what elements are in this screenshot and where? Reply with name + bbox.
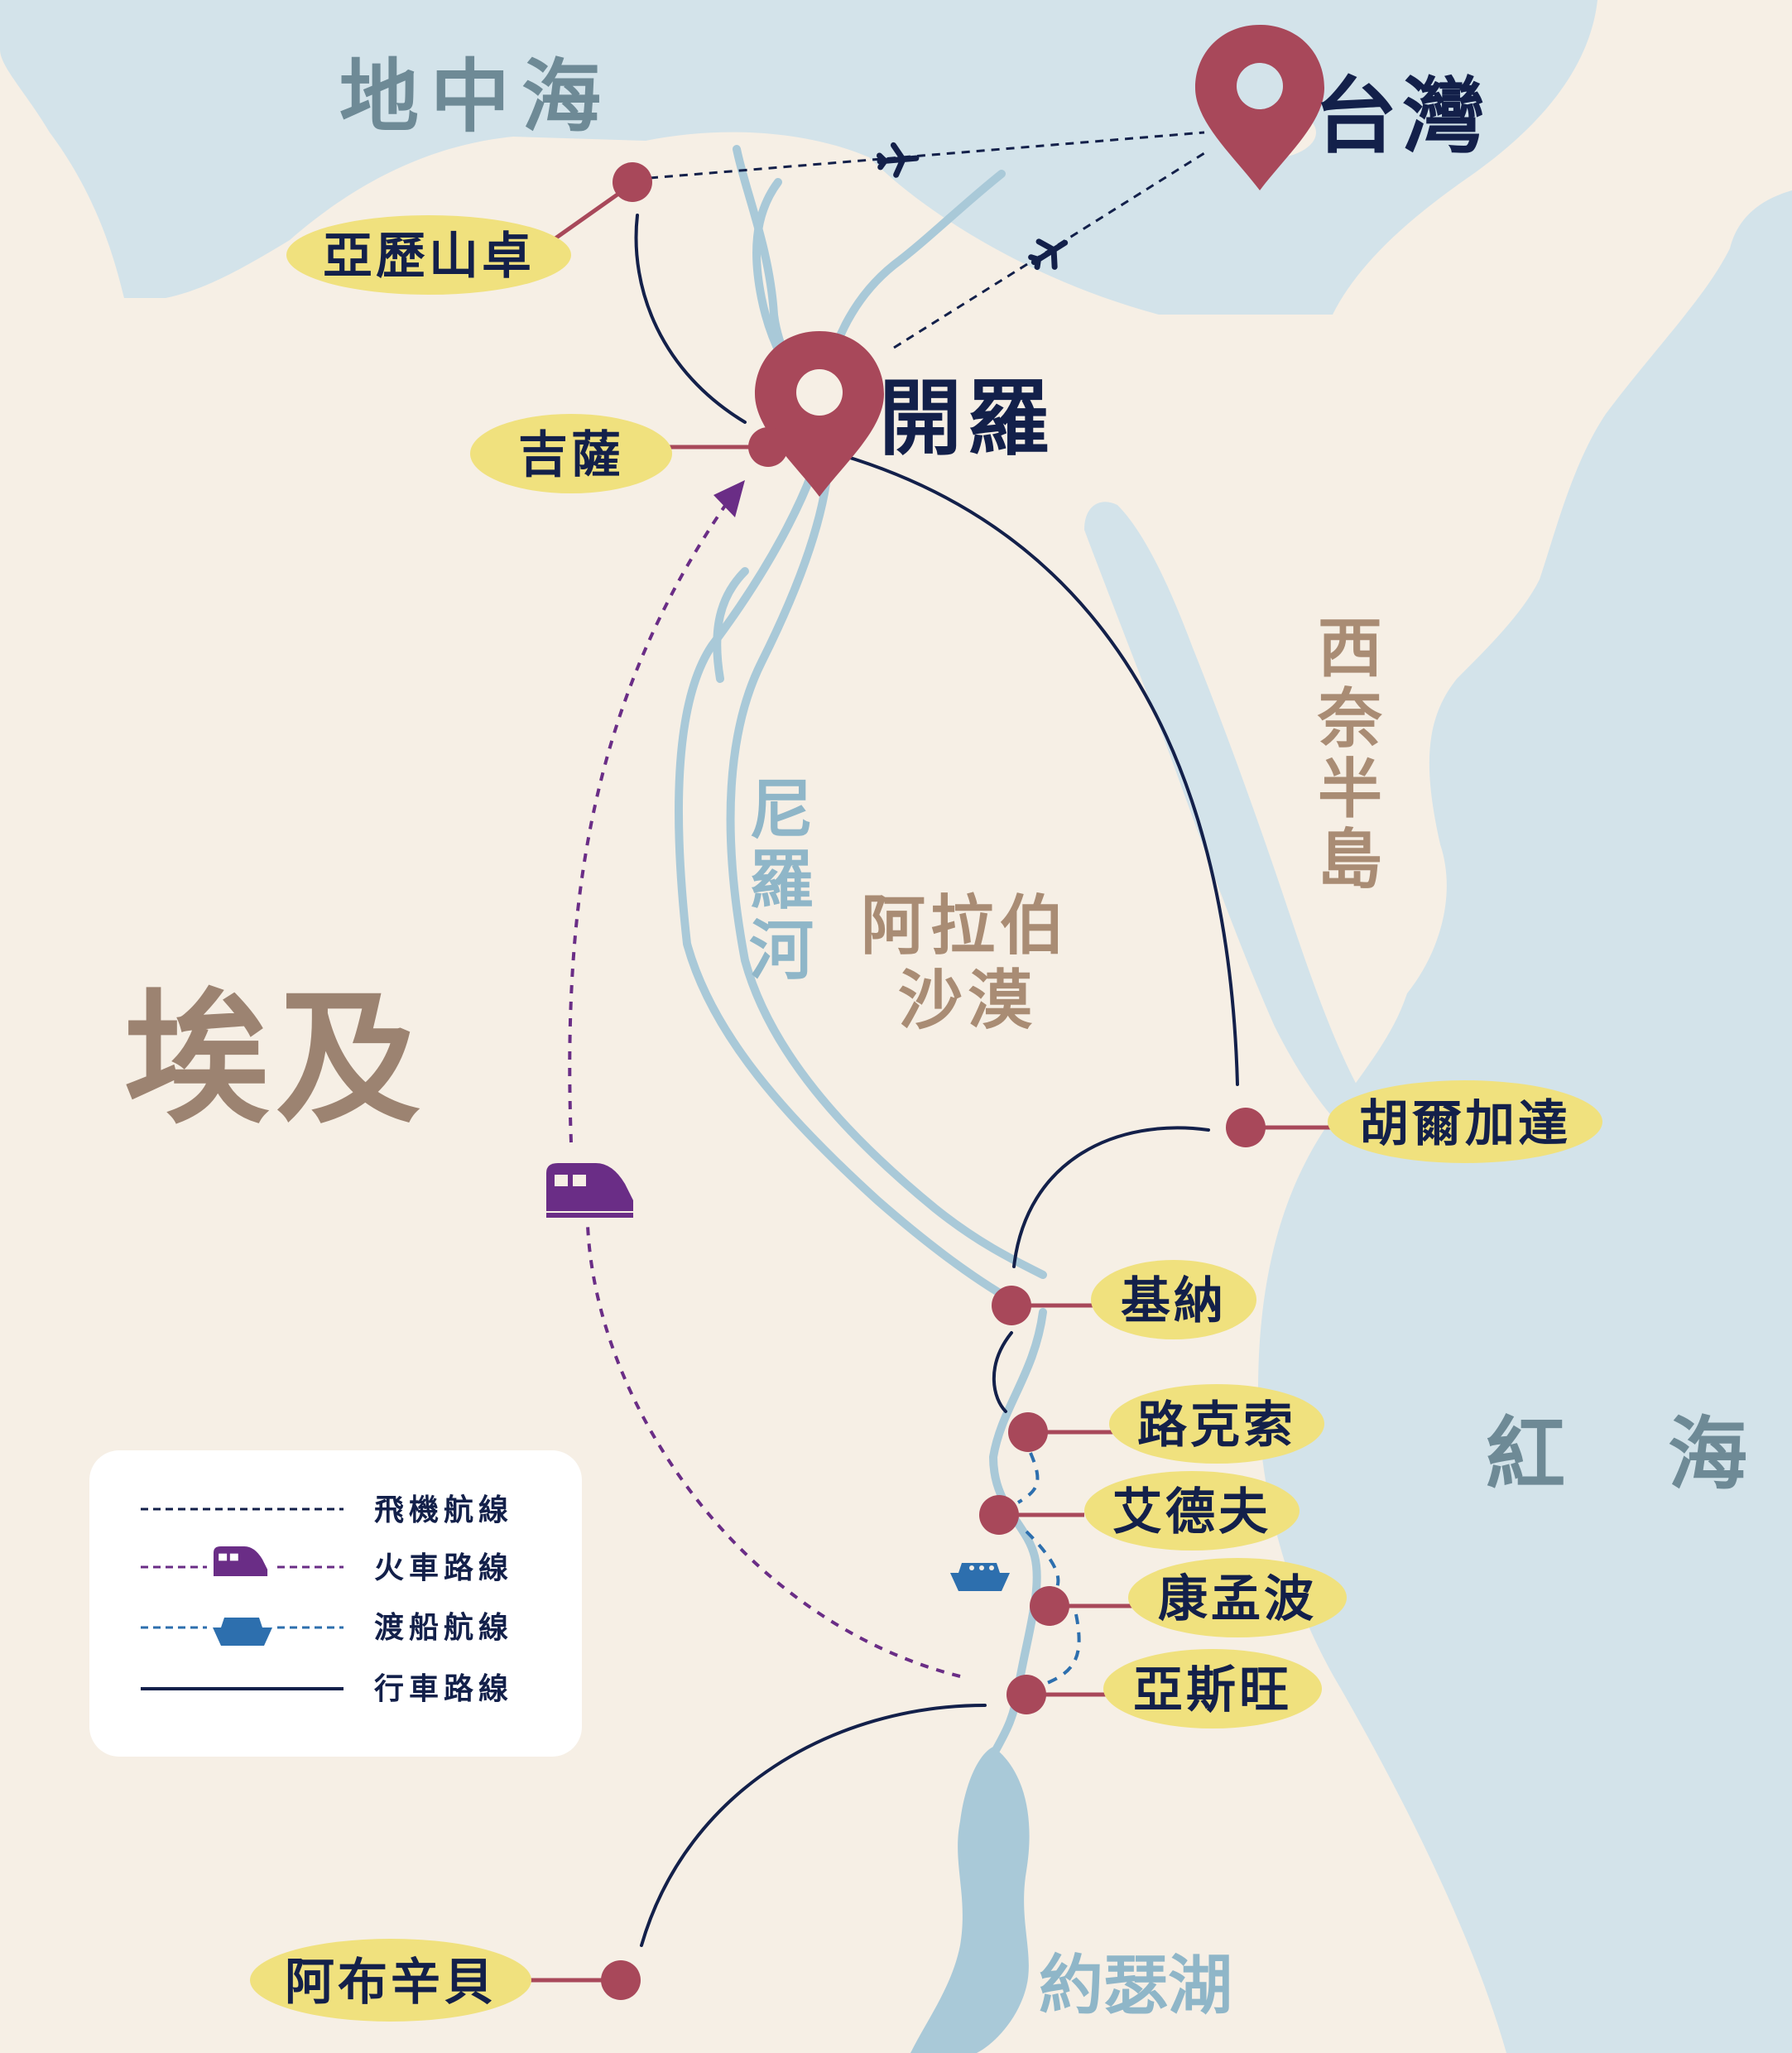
abu-simbel-label: 阿布辛貝 [285, 1954, 497, 2012]
legend-road-label: 行車路線 [374, 1671, 513, 1706]
ferry-boat-icon [950, 1563, 1010, 1591]
arabian-desert-label: 阿拉伯 沙漠 [861, 888, 1069, 1038]
legend-train-label: 火車路線 [374, 1551, 513, 1585]
road-cairo-hurghada [826, 450, 1239, 1086]
taiwan-pin: 台灣 [1195, 25, 1490, 190]
city-giza: 吉薩 [470, 414, 788, 493]
svg-text:羅: 羅 [749, 843, 814, 918]
qena-label: 基納 [1121, 1272, 1227, 1330]
road-alexandria-cairo [634, 214, 747, 424]
svg-text:阿拉伯: 阿拉伯 [861, 888, 1069, 964]
city-dot [601, 1960, 641, 2000]
cairo-pin: 開羅 [755, 331, 1055, 497]
luxor-label: 路克索 [1137, 1397, 1296, 1454]
edfu-label: 艾德夫 [1112, 1483, 1271, 1541]
train-arrowhead [713, 480, 745, 517]
egypt-label: 埃及 [124, 974, 427, 1144]
city-dot [748, 427, 788, 467]
city-luxor: 路克索 [1008, 1384, 1324, 1464]
city-abu-simbel: 阿布辛貝 [250, 1939, 641, 2022]
svg-text:島: 島 [1318, 822, 1387, 897]
road-aswan-abusimbel [640, 1704, 987, 1947]
svg-text:西: 西 [1318, 611, 1387, 686]
kom-ombo-label: 康孟波 [1158, 1570, 1317, 1628]
svg-text:沙漠: 沙漠 [898, 963, 1037, 1038]
city-dot [613, 162, 652, 202]
nile-label: 尼 羅 河 [749, 772, 814, 988]
road-hurghada-qena [1012, 1126, 1210, 1268]
label-bubble [470, 414, 672, 493]
hurghada-label: 胡爾加達 [1359, 1095, 1571, 1153]
label-bubble [1109, 1384, 1324, 1464]
airplane-icon [1028, 238, 1069, 271]
airplane-icon [876, 142, 920, 178]
city-dot [1006, 1675, 1046, 1714]
city-dot [1030, 1586, 1069, 1626]
taiwan-label: 台灣 [1314, 67, 1490, 165]
label-bubble [1091, 1260, 1256, 1339]
label-bubble [1128, 1558, 1347, 1637]
label-bubble [286, 215, 571, 295]
alexandria-label: 亞歷山卓 [323, 228, 535, 286]
svg-text:奈: 奈 [1317, 681, 1387, 757]
label-bubble [1328, 1080, 1602, 1163]
legend: 飛機航線 火車路線 渡船航線 行車路線 [89, 1450, 582, 1757]
city-aswan: 亞斯旺 [1006, 1649, 1322, 1728]
mediterranean-label: 地中海 [339, 50, 613, 143]
label-bubble [1084, 1471, 1300, 1551]
legend-panel [89, 1450, 582, 1757]
city-dot [1008, 1412, 1048, 1452]
city-alexandria: 亞歷山卓 [286, 162, 652, 295]
svg-text:尼: 尼 [749, 772, 814, 848]
red-sea-label: 紅 海 [1486, 1407, 1759, 1501]
train-icon [546, 1163, 633, 1218]
train-route [568, 499, 961, 1678]
lake-nasser [910, 1747, 1030, 2053]
cairo-label: 開羅 [879, 369, 1055, 467]
aswan-label: 亞斯旺 [1133, 1661, 1292, 1719]
city-dot [992, 1286, 1031, 1325]
ferry-boat-icon [213, 1618, 272, 1646]
road-routes [634, 214, 1239, 1947]
lake-nasser-label: 約瑟湖 [1039, 1948, 1232, 2023]
legend-flight-label: 飛機航線 [374, 1493, 513, 1527]
city-hurghada: 胡爾加達 [1226, 1080, 1602, 1163]
giza-label: 吉薩 [518, 426, 624, 484]
road-qena-luxor [992, 1331, 1013, 1413]
gulf-of-suez [1084, 502, 1366, 1126]
city-dot [1226, 1108, 1266, 1147]
svg-text:河: 河 [749, 913, 814, 988]
legend-ferry-label: 渡船航線 [374, 1610, 513, 1645]
city-qena: 基納 [992, 1260, 1256, 1339]
city-dot [979, 1495, 1019, 1535]
label-bubble [1103, 1649, 1322, 1728]
label-bubble [250, 1939, 531, 2022]
city-kom-ombo: 康孟波 [1030, 1558, 1347, 1637]
svg-text:半: 半 [1318, 752, 1387, 827]
city-edfu: 艾德夫 [979, 1471, 1300, 1551]
sinai-label: 西 奈 半 島 [1317, 611, 1387, 897]
train-icon [214, 1546, 268, 1576]
